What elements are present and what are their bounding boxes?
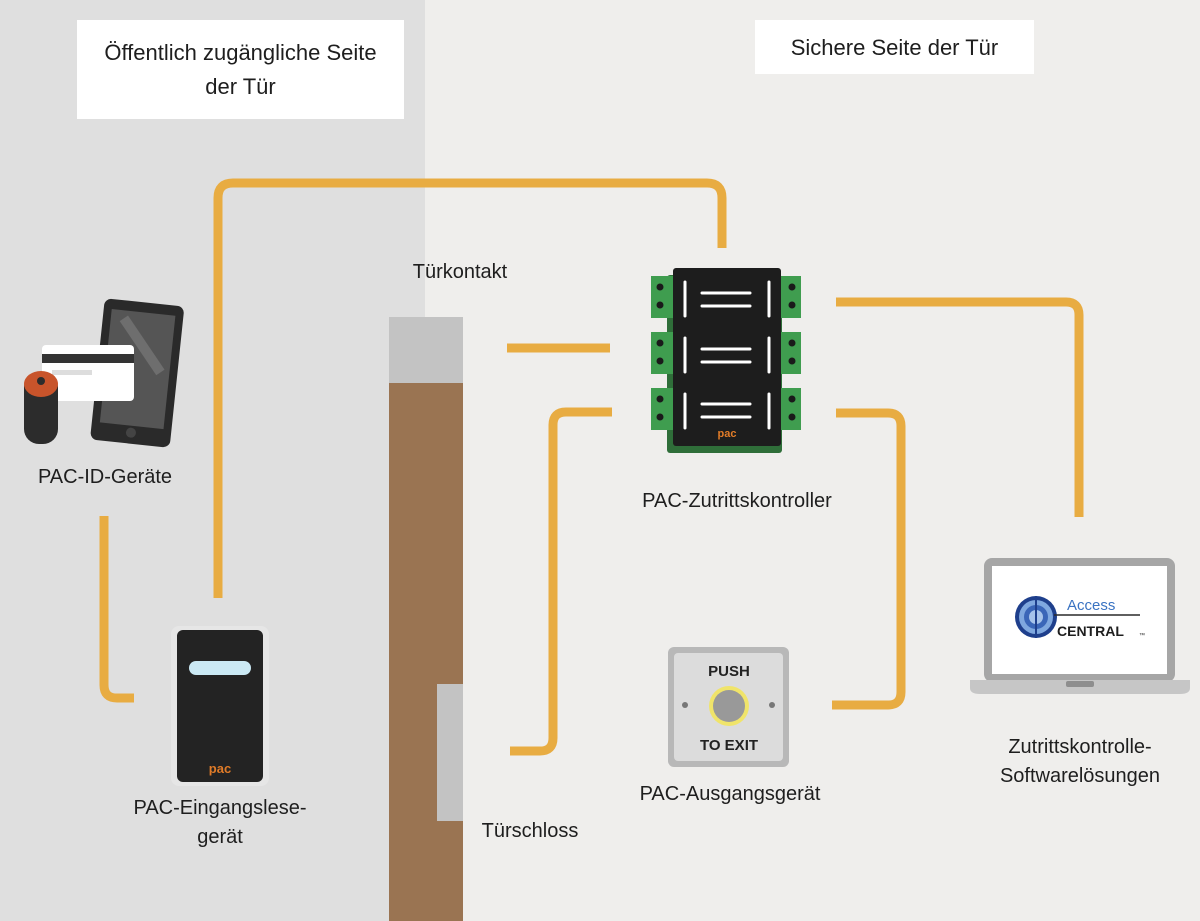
keyfob-icon xyxy=(24,371,58,444)
controller-label: PAC-Zutrittskontroller xyxy=(642,490,832,512)
secure-side-label: Sichere Seite der Tür xyxy=(790,34,999,60)
access-text: Access xyxy=(1067,597,1115,614)
public-side-label: Öffentlich zugängliche Seite der Tür xyxy=(104,39,377,99)
id-devices-label: PAC-ID-Geräte xyxy=(37,466,173,488)
wire-controller-to-exit xyxy=(832,408,906,710)
card-icon xyxy=(42,345,134,401)
access-central-logo-icon xyxy=(1015,596,1057,638)
software-label: Zutrittskontrolle-Softwarelösungen xyxy=(999,736,1161,787)
wire-controller-to-software xyxy=(836,297,1084,517)
door-lock-plate xyxy=(437,684,463,821)
exit-device-label: PAC-Ausgangsgerät xyxy=(639,783,821,805)
controller-device: pac xyxy=(651,268,801,453)
pac-logo-controller: pac xyxy=(718,428,737,440)
door-contact-sensor xyxy=(389,317,463,383)
central-text: CENTRAL xyxy=(1057,623,1124,639)
entry-reader-device: pac xyxy=(171,626,269,786)
wire-reader-to-controller xyxy=(213,178,727,598)
pac-logo-reader: pac xyxy=(209,761,231,776)
to-exit-text: TO EXIT xyxy=(700,737,758,754)
secure-side-label-box: Sichere Seite der Tür xyxy=(755,20,1034,74)
door-contact-label: Türkontakt xyxy=(412,261,508,283)
push-text: PUSH xyxy=(708,663,750,680)
id-devices-illustration xyxy=(24,298,184,448)
exit-button-device: PUSH TO EXIT xyxy=(668,647,789,767)
wire-lock-to-controller xyxy=(510,407,612,756)
public-side-label-box: Öffentlich zugängliche Seite der Tür xyxy=(77,20,404,119)
entry-reader-label: PAC-Eingangslese-gerät xyxy=(133,797,307,848)
trademark-text: ™ xyxy=(1139,632,1145,639)
wire-id-to-reader xyxy=(99,516,134,703)
door-lock-label: Türschloss xyxy=(481,820,579,842)
door-frame xyxy=(389,317,463,921)
wiring xyxy=(99,178,1084,756)
laptop-software-device: Access CENTRAL ™ xyxy=(970,558,1190,694)
